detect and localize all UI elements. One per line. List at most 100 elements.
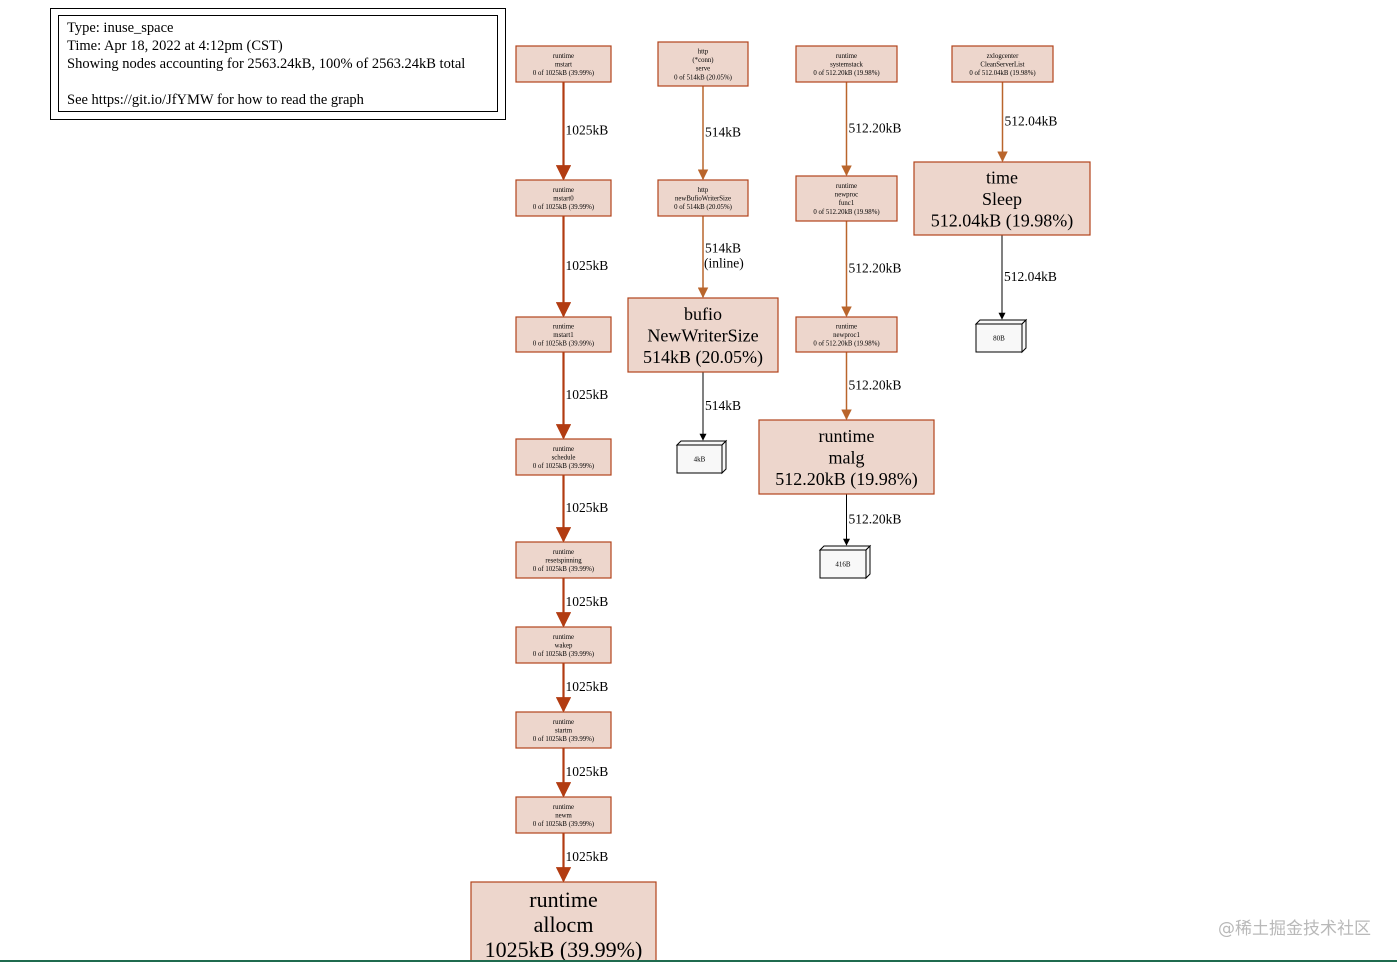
node-label-line: allocm [534,912,594,937]
node-label-line: 1025kB (39.99%) [485,937,643,962]
node-label-line: newm [555,812,572,819]
legend-help-link[interactable]: See https://git.io/JfYMW for how to read… [67,92,364,108]
node-label-line: runtime [836,53,857,60]
edge-label: 1025kB [566,500,609,515]
legend-showing: Showing nodes accounting for 2563.24kB, … [67,56,466,72]
node-label-line: runtime [553,804,574,811]
node-label-line: malg [829,447,865,467]
node-label-line: resetspinning [545,557,582,564]
edge-label-inline: (inline) [704,256,744,271]
node-label-line: CleanServerList [980,61,1024,68]
edge-label: 512.20kB [849,512,902,527]
leaf-leaf_4kB[interactable]: 4kB [675,439,728,475]
node-label-line: Sleep [982,189,1022,209]
leaf-label: 4kB [694,456,706,464]
edge-label: 514kB [705,398,741,413]
node-label-line: 0 of 512.20kB (19.98%) [813,209,879,216]
node-label-line: mstart [555,61,572,68]
leaf-leaf_416B[interactable]: 416B [818,544,872,580]
node-label-line: 0 of 1025kB (39.99%) [533,651,594,658]
leaf-leaf_80B[interactable]: 80B [974,318,1028,354]
node-label-line: runtime [529,887,597,912]
node-label-line: newproc1 [833,332,860,339]
node-label-line: runtime [836,323,857,330]
node-label-line: runtime [819,426,875,446]
node-label-line: 0 of 1025kB (39.99%) [533,340,594,347]
legend-type: Type: inuse_space [67,20,174,36]
node-label-line: newproc [835,192,858,199]
legend-frame [50,8,506,120]
node-label-line: newBufioWriterSize [675,195,731,202]
node-label-line: runtime [553,323,574,330]
edge-label: 512.20kB [849,121,902,136]
node-label-line: 0 of 512.20kB (19.98%) [813,70,879,77]
node-label-line: schedule [552,454,576,461]
node-label-line: mstart1 [553,332,573,339]
node-label-line: 512.04kB (19.98%) [931,210,1074,231]
node-label-line: 0 of 1025kB (39.99%) [533,70,594,77]
legend-box: Type: inuse_space Time: Apr 18, 2022 at … [58,15,498,112]
edge-label: 1025kB [566,258,609,273]
leaf-label: 416B [835,561,851,569]
node-label-line: 0 of 1025kB (39.99%) [533,736,594,743]
node-label-line: 514kB (20.05%) [643,347,763,368]
node-label-line: NewWriterSize [647,325,758,345]
node-label-line: 0 of 1025kB (39.99%) [533,204,594,211]
edge-label: 1025kB [566,123,609,138]
node-label-line: 0 of 514kB (20.05%) [674,74,732,81]
node-label-line: (*conn) [692,57,713,64]
watermark: @稀土掘金技术社区 [1218,919,1371,939]
node-label-line: runtime [553,53,574,60]
edge-label: 512.20kB [849,378,902,393]
edge-label: 512.20kB [849,261,902,276]
edge-label: 1025kB [566,679,609,694]
node-label-line: 0 of 1025kB (39.99%) [533,463,594,470]
node-label-line: mstart0 [553,195,574,202]
node-label-line: runtime [553,446,574,453]
node-label-line: 0 of 1025kB (39.99%) [533,566,594,573]
node-label-line: 0 of 512.04kB (19.98%) [969,70,1035,77]
node-label-line: 512.20kB (19.98%) [775,469,918,490]
edge-label: 1025kB [566,764,609,779]
legend-time: Time: Apr 18, 2022 at 4:12pm (CST) [67,38,283,54]
node-label-line: 0 of 1025kB (39.99%) [533,821,594,828]
node-label-line: runtime [553,187,574,194]
node-label-line: runtime [553,549,574,556]
edge-label: 514kB [705,125,741,140]
node-label-line: systemstack [830,61,863,68]
node-label-line: wakep [555,642,573,649]
edge-label: 514kB [705,241,741,256]
node-label-line: http [698,48,709,55]
edge-label: 1025kB [566,594,609,609]
edge-label: 1025kB [566,849,609,864]
node-label-line: bufio [684,304,722,324]
node-label-line: zxlogcenter [987,53,1019,60]
node-label-line: 0 of 512.20kB (19.98%) [813,340,879,347]
node-label-line: 0 of 514kB (20.05%) [674,204,732,211]
node-label-line: runtime [553,719,574,726]
edge-label: 512.04kB [1005,114,1058,129]
node-label-line: http [698,187,709,194]
node-label-line: startm [555,727,573,734]
edge-label: 512.04kB [1004,269,1057,284]
node-label-line: func1 [839,200,854,207]
edge-label: 1025kB [566,387,609,402]
